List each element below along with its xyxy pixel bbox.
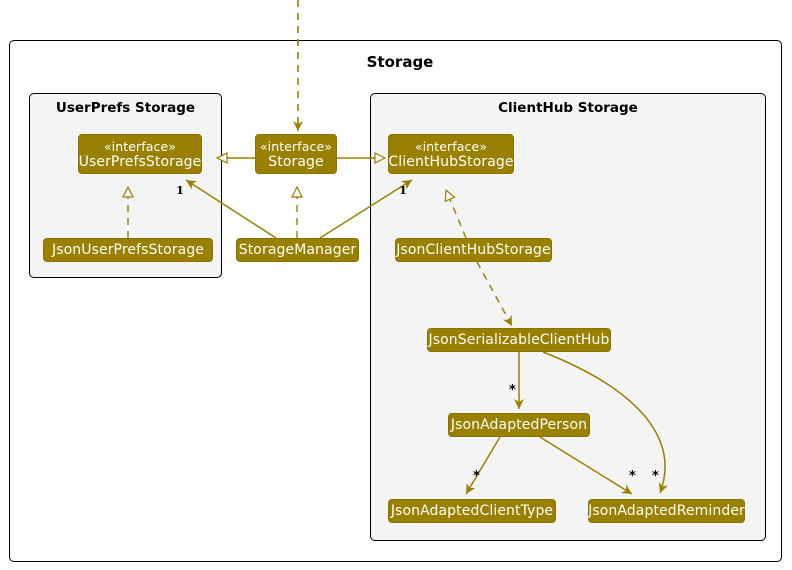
node-userprefsstorage[interactable]: «interface» UserPrefsStorage (78, 134, 202, 174)
node-jsonadaptedclienttype-name: JsonAdaptedClientType (390, 503, 554, 519)
node-jsonadaptedperson[interactable]: JsonAdaptedPerson (448, 413, 590, 437)
node-jsonadaptedclienttype[interactable]: JsonAdaptedClientType (388, 499, 556, 523)
multiplicity-clienttype-star: * (473, 469, 480, 484)
node-clienthubstorage-stereotype: «interface» (414, 138, 488, 154)
node-jsonadaptedreminder-name: JsonAdaptedReminder (588, 503, 745, 519)
node-clienthubstorage-name: ClientHubStorage (388, 153, 514, 170)
node-jsonadaptedreminder[interactable]: JsonAdaptedReminder (588, 499, 745, 523)
node-storage[interactable]: «interface» Storage (255, 134, 337, 174)
multiplicity-person-star: * (509, 383, 516, 398)
node-storagemanager-name: StorageManager (238, 242, 357, 258)
node-jsonserializableclienthub[interactable]: JsonSerializableClientHub (427, 328, 611, 352)
node-jsonuserprefsstorage[interactable]: JsonUserPrefsStorage (43, 238, 213, 262)
multiplicity-reminder-from-person-star: * (629, 469, 636, 484)
package-clienthub-storage-title: ClientHub Storage (498, 100, 638, 116)
node-jsonuserprefsstorage-name: JsonUserPrefsStorage (51, 242, 205, 258)
node-jsonclienthubstorage-name: JsonClientHubStorage (396, 242, 551, 258)
outer-frame-title: Storage (366, 53, 434, 71)
node-jsonclienthubstorage[interactable]: JsonClientHubStorage (395, 238, 552, 262)
node-storagemanager[interactable]: StorageManager (236, 238, 359, 262)
multiplicity-reminder-from-hub-star: * (652, 469, 659, 484)
node-jsonserializableclienthub-name: JsonSerializableClientHub (428, 332, 610, 348)
node-userprefsstorage-stereotype: «interface» (103, 138, 177, 154)
node-clienthubstorage[interactable]: «interface» ClientHubStorage (388, 134, 514, 174)
node-userprefsstorage-name: UserPrefsStorage (78, 153, 202, 170)
package-userprefs-storage-title: UserPrefs Storage (55, 100, 196, 116)
multiplicity-userprefs-one: 1 (176, 183, 185, 197)
node-storage-name: Storage (268, 153, 324, 170)
node-storage-stereotype: «interface» (259, 138, 333, 154)
node-jsonadaptedperson-name: JsonAdaptedPerson (450, 417, 588, 433)
multiplicity-clienthub-one: 1 (399, 183, 408, 197)
